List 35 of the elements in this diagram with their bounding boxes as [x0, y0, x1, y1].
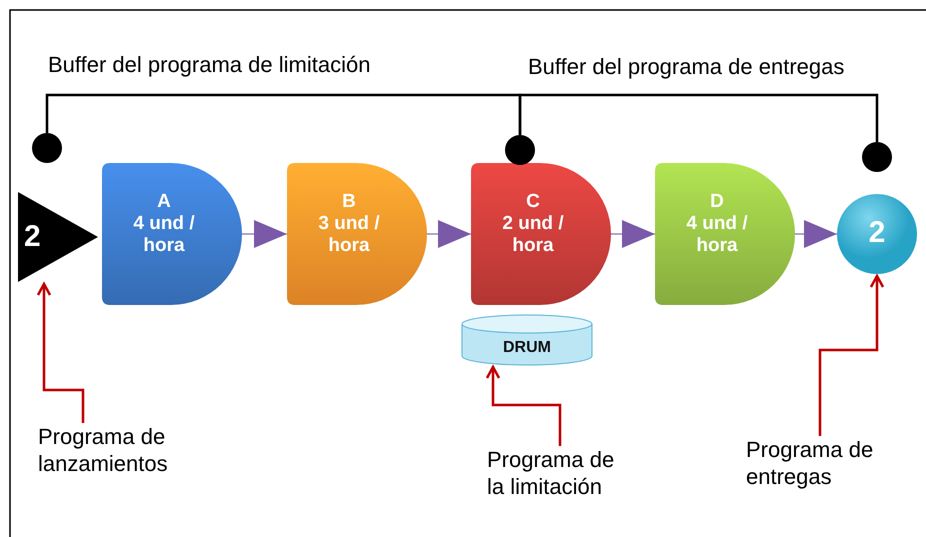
buffer-dot [862, 142, 892, 172]
process-rate: 2 und / hora [501, 213, 565, 257]
buffer-label: Buffer del programa de entregas [528, 54, 844, 80]
callout-text: Programa de la limitación [487, 446, 627, 500]
process-shape [655, 163, 795, 305]
process-shape [287, 163, 427, 305]
bracket-line [518, 94, 878, 142]
process-name: B [341, 191, 357, 213]
arrow [242, 220, 288, 248]
buffer-dot [505, 135, 535, 165]
process-name: A [156, 191, 172, 213]
leader-line [486, 366, 562, 446]
arrow [426, 220, 472, 248]
leader-line [818, 274, 884, 436]
drum-cylinder [462, 315, 592, 365]
callout-text: Programa de entregas [746, 436, 886, 490]
leader-line [36, 282, 84, 423]
process-shape [471, 163, 611, 305]
buffer-count: 2 [868, 216, 886, 250]
buffer-count: 2 [24, 220, 41, 254]
process-name: C [525, 191, 541, 213]
buffer-dot [32, 133, 62, 163]
process-shape [102, 163, 242, 305]
arrow [794, 220, 838, 248]
process-rate: 4 und / hora [685, 213, 749, 257]
arrow [610, 220, 656, 248]
process-name: D [709, 191, 725, 213]
process-rate: 3 und / hora [317, 213, 381, 257]
drum-label: DRUM [502, 338, 552, 358]
callout-text: Programa de lanzamientos [38, 423, 178, 477]
process-rate: 4 und / hora [132, 213, 196, 257]
buffer-label: Buffer del programa de limitación [48, 52, 370, 78]
buffer-triangle [18, 192, 98, 282]
bracket-line [46, 94, 522, 135]
buffer-circle [837, 194, 917, 274]
